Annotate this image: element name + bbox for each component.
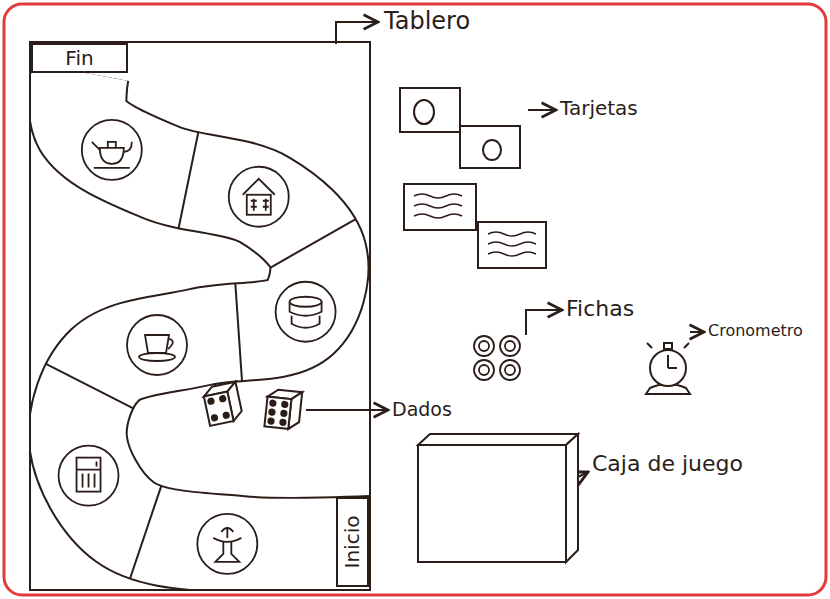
end-box: Fin — [31, 43, 128, 73]
square-divider — [179, 132, 199, 228]
start-box: Inicio — [336, 497, 369, 587]
square-divider — [271, 219, 356, 267]
square-icon — [127, 315, 187, 375]
leader-lines — [306, 22, 704, 480]
cards — [400, 88, 546, 268]
stopwatch — [646, 343, 690, 394]
tokens-label: Fichas — [566, 297, 634, 321]
timer-label: Cronometro — [708, 322, 803, 340]
square-divider — [46, 364, 133, 408]
square-icon — [82, 120, 142, 180]
box-label: Inicio — [343, 516, 363, 569]
path-outline — [77, 72, 369, 547]
square-divider — [130, 486, 161, 579]
dice — [202, 382, 302, 430]
square-icon — [59, 446, 119, 506]
box-label: Caja de juego — [592, 452, 743, 476]
tokens — [474, 336, 520, 380]
board-path — [46, 72, 369, 579]
square-icon — [276, 282, 336, 342]
square-divider — [235, 283, 242, 381]
square-icon — [197, 514, 257, 574]
cards-label: Tarjetas — [560, 97, 638, 119]
box-label: Fin — [65, 48, 93, 68]
board-label: Tablero — [384, 8, 470, 34]
frame — [4, 4, 826, 595]
dice-label: Dados — [392, 399, 452, 420]
game-box — [418, 434, 578, 562]
path-fill — [77, 72, 369, 547]
square-icon — [229, 167, 289, 227]
